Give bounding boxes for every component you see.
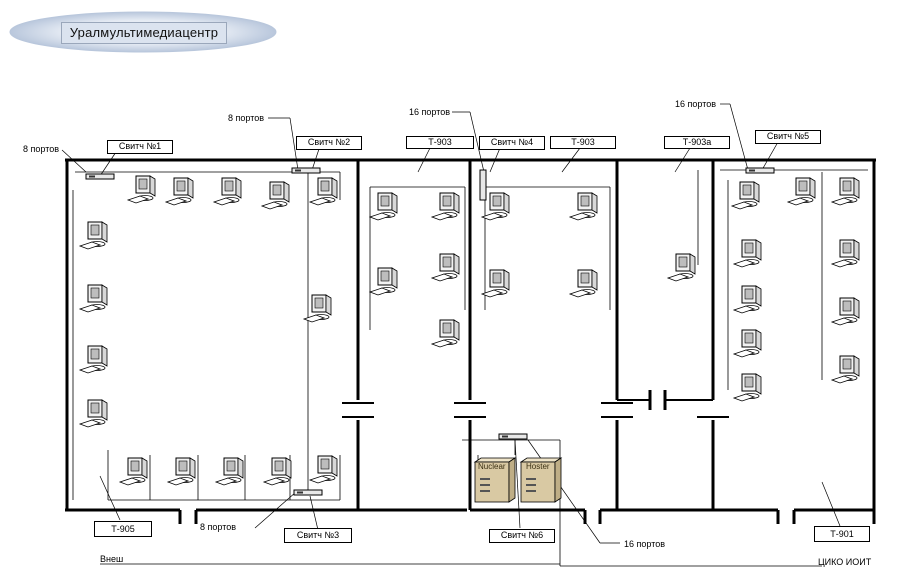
switch-6-icon — [498, 433, 528, 440]
switch-4-label: Свитч №4 — [479, 136, 545, 150]
switch-3-icon — [293, 489, 323, 496]
room-label-t905: Т-905 — [94, 521, 152, 537]
page-title: Уралмультимедиацентр — [61, 22, 227, 44]
server-hoster-icon — [519, 457, 563, 503]
ports-label-switch-1: 8 портов — [23, 144, 59, 154]
workstation-icon — [127, 175, 156, 204]
workstation-icon — [569, 192, 598, 221]
leader-lines — [61, 103, 841, 544]
workstation-icon — [431, 192, 460, 221]
workstation-icon — [215, 457, 244, 486]
switch-2-icon — [291, 167, 321, 174]
server-nuclear-label: Nuclear — [478, 462, 506, 471]
server-hoster-label: Hoster — [526, 462, 550, 471]
room-label-t903-right: Т-903 — [550, 136, 616, 149]
workstation-icon — [309, 177, 338, 206]
room-label-t901: Т-901 — [814, 526, 870, 542]
switch-5-label: Свитч №5 — [755, 130, 821, 144]
switch-1-icon — [85, 173, 115, 180]
workstation-icon — [213, 177, 242, 206]
door-marks — [342, 399, 729, 418]
workstation-icon — [309, 455, 338, 484]
cabling — [72, 169, 868, 567]
workstation-icon — [369, 267, 398, 296]
building-walls — [65, 158, 876, 524]
ports-label-switch-6: 16 портов — [624, 539, 666, 549]
switch-6-label: Свитч №6 — [489, 529, 555, 543]
workstation-icon — [733, 239, 762, 268]
ports-label-switch-4: 16 портов — [409, 107, 451, 117]
workstation-icon — [79, 284, 108, 313]
workstation-icon — [569, 269, 598, 298]
workstation-icon — [831, 177, 860, 206]
workstation-icon — [119, 457, 148, 486]
workstation-icon — [787, 177, 816, 206]
workstation-icon — [831, 297, 860, 326]
switch-1-label: Свитч №1 — [107, 140, 173, 154]
ports-label-switch-2: 8 портов — [228, 113, 264, 123]
workstation-icon — [831, 355, 860, 384]
room-label-t903a: Т-903а — [664, 136, 730, 149]
workstation-icon — [831, 239, 860, 268]
workstation-icon — [369, 192, 398, 221]
switch-5-icon — [745, 167, 775, 174]
workstation-icon — [733, 373, 762, 402]
workstation-icon — [261, 181, 290, 210]
workstation-icon — [481, 269, 510, 298]
workstation-icon — [667, 253, 696, 282]
external-right-label: ЦИКО ИОИТ — [818, 557, 872, 567]
workstation-icon — [79, 399, 108, 428]
workstation-icon — [165, 177, 194, 206]
workstation-icon — [431, 319, 460, 348]
workstation-icon — [731, 181, 760, 210]
switch-3-label: Свитч №3 — [284, 528, 352, 543]
workstation-icon — [733, 329, 762, 358]
workstation-icon — [79, 221, 108, 250]
switch-2-label: Свитч №2 — [296, 136, 362, 150]
workstation-icon — [167, 457, 196, 486]
switch-4-icon — [479, 169, 487, 201]
ports-label-switch-5: 16 портов — [675, 99, 717, 109]
workstation-icon — [733, 285, 762, 314]
workstation-icon — [79, 345, 108, 374]
workstation-icon — [431, 253, 460, 282]
external-left-label: Внеш — [100, 554, 124, 564]
room-label-t903-left: Т-903 — [406, 136, 474, 149]
workstation-icon — [263, 457, 292, 486]
server-nuclear-icon — [473, 457, 517, 503]
ports-label-switch-3: 8 портов — [200, 522, 236, 532]
